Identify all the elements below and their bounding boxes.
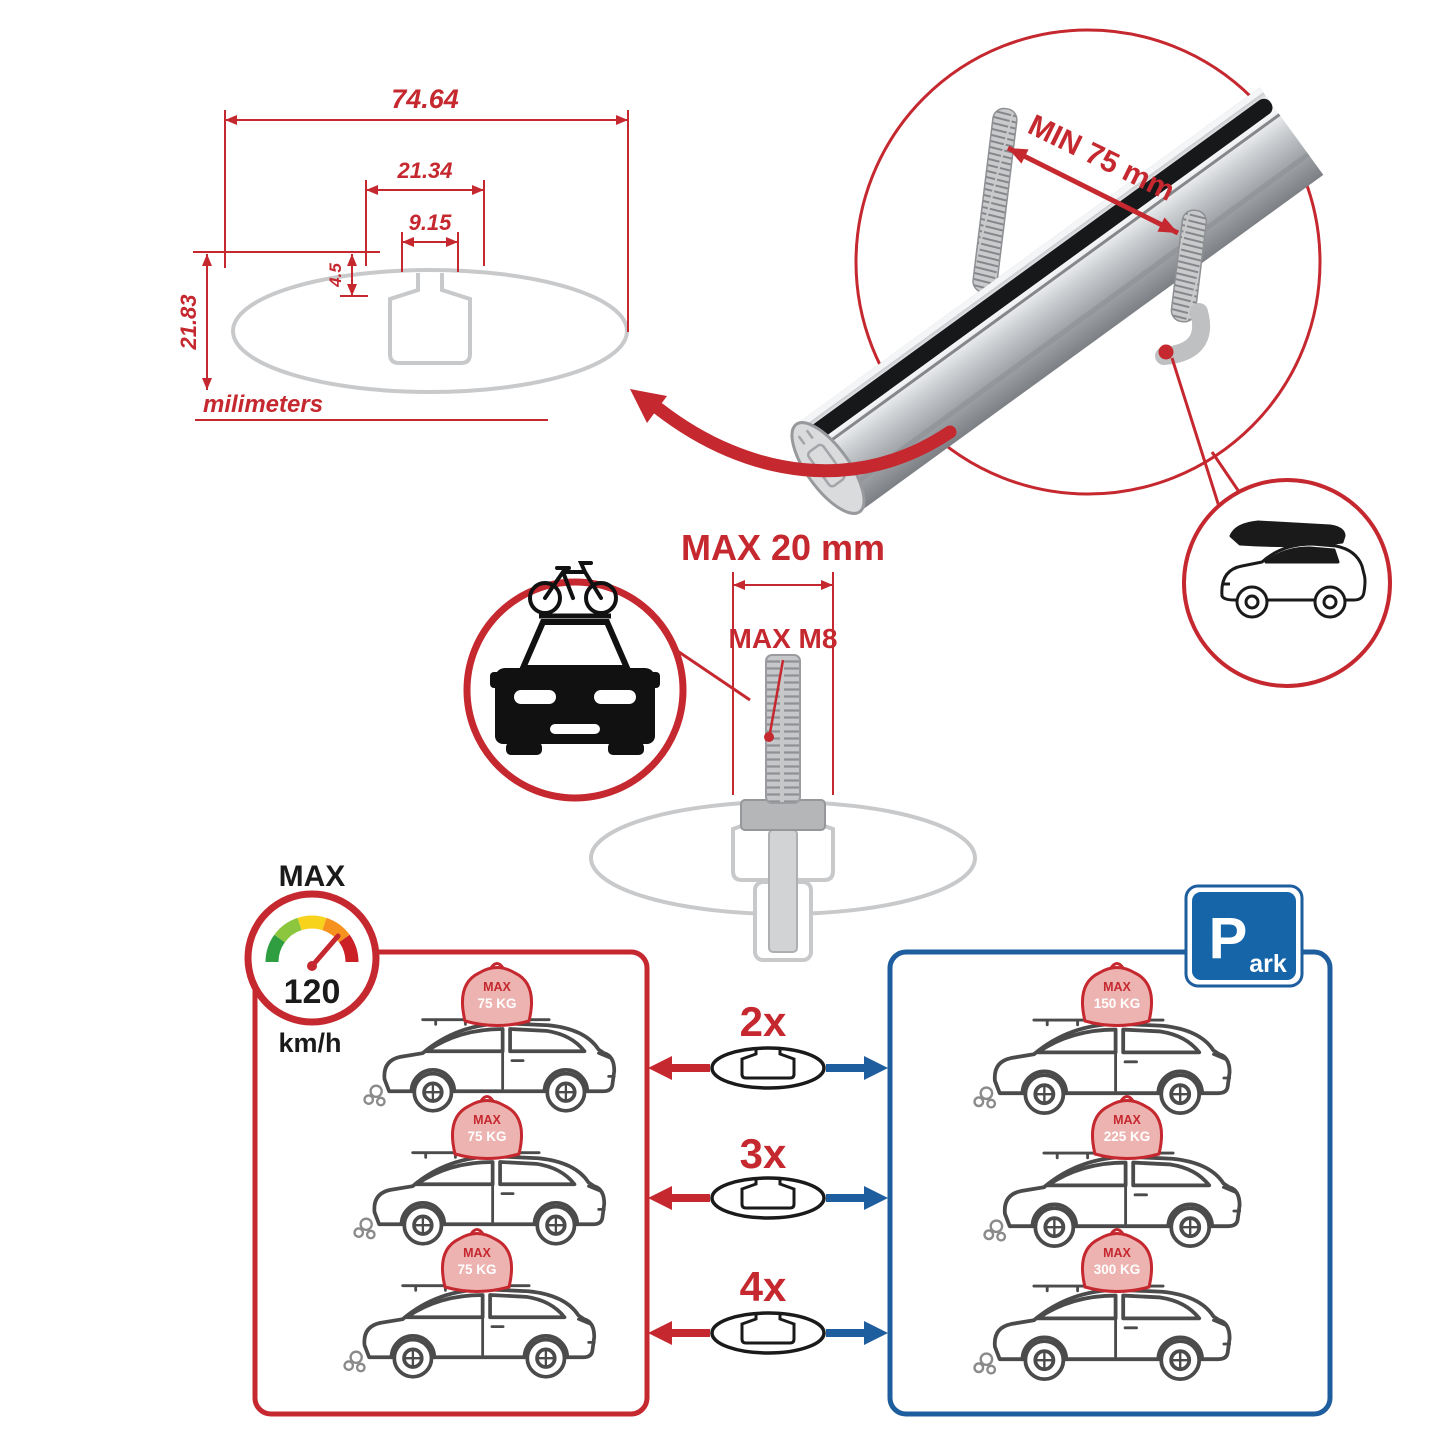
right-arrow-head (864, 1321, 888, 1345)
cargo-load-value: 150 KG (1094, 996, 1141, 1011)
suv-roofbox-icon (1220, 520, 1367, 619)
cargo-max-label: MAX (483, 980, 511, 994)
bolt-callout: MAX 20 mm MAX M8 (589, 527, 977, 962)
curved-arrow-icon (630, 389, 957, 478)
dim-channel-width-label: 21.34 (396, 158, 452, 183)
bike-car-pointer-line (675, 648, 751, 702)
crossbar-dimension-diagram: 74.64 21.34 9.15 4.5 21.83 milimeters (176, 84, 629, 421)
cargo-load-value: 300 KG (1094, 1262, 1141, 1277)
bolt-thread-icon (765, 654, 801, 804)
cargo-load-value: 75 KG (457, 1262, 496, 1277)
speed-value: 120 (284, 973, 341, 1011)
speed-unit-label: km/h (278, 1028, 341, 1058)
parking-sign: P ark (1184, 884, 1304, 988)
cargo-max-label: MAX (463, 1246, 491, 1260)
park-panel: P ark MAX 150 KG MAX 225 KG MAX 300 KG (887, 884, 1333, 1417)
speedometer-icon: 120 (244, 890, 380, 1026)
max-thread-label: MAX M8 (729, 623, 838, 654)
parking-sign-suffix: ark (1249, 950, 1287, 978)
u-bolt-rod-near-icon (1170, 209, 1208, 323)
crossbar-profile-icon (710, 1046, 826, 1090)
dim-total-width-label: 74.64 (391, 84, 459, 114)
left-arrow-head (648, 1056, 672, 1080)
row-count-label: 2x (740, 998, 787, 1045)
parking-sign-letter: P (1209, 906, 1248, 971)
profile-cross-section (231, 268, 629, 394)
units-label: milimeters (203, 391, 323, 418)
multiplier-rows: 2x 3x 4x (648, 998, 888, 1355)
row-count-label: 4x (740, 1263, 787, 1310)
left-arrow-head (648, 1321, 672, 1345)
crossbar-render-callout: MIN 75 mm (790, 28, 1324, 517)
suv-roofbox-callout (1182, 478, 1392, 688)
speed-max-label: MAX (279, 860, 346, 893)
right-arrow-head (864, 1056, 888, 1080)
dim-slot-width-label: 9.15 (409, 210, 453, 235)
bolt-head (740, 799, 826, 831)
cargo-load-value: 225 KG (1104, 1129, 1151, 1144)
cargo-max-label: MAX (1103, 980, 1131, 994)
max-protrusion-label: MAX 20 mm (681, 527, 885, 568)
row-count-label: 3x (740, 1130, 787, 1177)
dim-total-width-ext (224, 110, 629, 332)
dim-lip-depth-label: 4.5 (326, 263, 345, 288)
left-arrow-head (648, 1186, 672, 1210)
cargo-max-label: MAX (1113, 1113, 1141, 1127)
bike-car-icon (490, 561, 660, 755)
cargo-load-value: 75 KG (467, 1129, 506, 1144)
dim-total-height-label: 21.83 (176, 294, 201, 350)
profile-t-slot (388, 273, 472, 365)
crossbar-profile-icon (710, 1176, 826, 1220)
speed-panel: MAX 120 km/h MAX 75 KG MAX 75 KG MAX 75 … (244, 860, 650, 1417)
crossbar-profile-icon (710, 1311, 826, 1355)
cargo-max-label: MAX (1103, 1246, 1131, 1260)
bolt-stem (768, 829, 798, 953)
min-clamp-arrow (1006, 145, 1180, 236)
max-thread-leader (768, 659, 785, 734)
max-protrusion-ext (732, 572, 834, 795)
max-thread-dot (764, 732, 774, 742)
dim-slot-width-ext (401, 232, 459, 272)
cargo-max-label: MAX (473, 1113, 501, 1127)
right-arrow-head (864, 1186, 888, 1210)
clamp-point-dot (1158, 344, 1174, 360)
cargo-load-value: 75 KG (477, 996, 516, 1011)
bike-car-callout (463, 561, 751, 802)
